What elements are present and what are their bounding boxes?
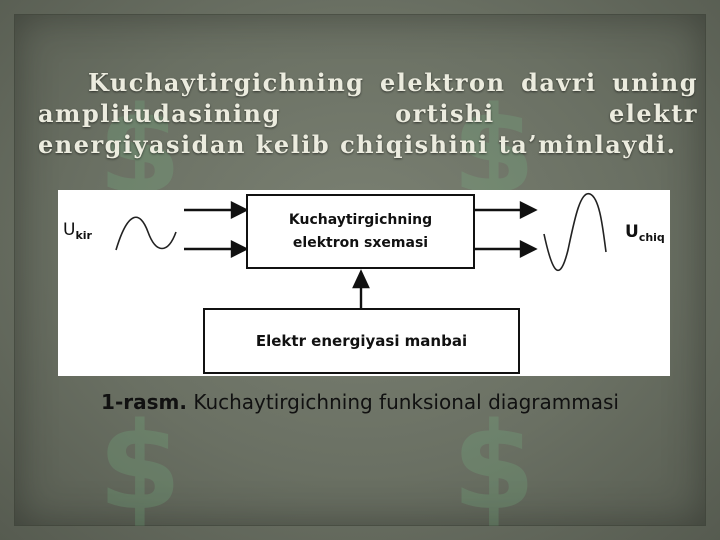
power-source-block: Elektr energiyasi manbai	[203, 308, 520, 374]
figure-number: 1-rasm.	[101, 390, 187, 414]
slide-heading: Kuchaytirgichning elektron davri uning a…	[38, 68, 698, 159]
output-signal-subscript: chiq	[638, 231, 665, 244]
amplifier-circuit-block: Kuchaytirgichning elektron sxemasi	[246, 194, 475, 269]
output-arrows	[475, 201, 538, 258]
input-signal-symbol: U	[63, 220, 76, 240]
figure-caption-text: Kuchaytirgichning funksional diagrammasi	[193, 390, 619, 414]
input-signal-label: Ukir	[63, 220, 92, 242]
input-signal-subscript: kir	[75, 229, 92, 242]
watermark-logo: $	[452, 398, 536, 537]
figure-caption: 1-rasm. Kuchaytirgichning funksional dia…	[0, 390, 720, 414]
power-arrow	[352, 269, 370, 308]
output-signal-symbol: U	[625, 222, 639, 242]
power-source-label: Elektr energiyasi manbai	[255, 332, 468, 350]
functional-diagram: Ukir Uchiq Kuchaytirgichning elektron sx…	[58, 190, 670, 376]
amplifier-block-line2: elektron sxemasi	[292, 234, 429, 251]
input-signal-wave	[115, 216, 177, 251]
output-signal-wave	[543, 193, 607, 272]
slide-frame	[14, 14, 706, 526]
amplifier-block-line1: Kuchaytirgichning	[288, 211, 433, 228]
diagram-connectors	[115, 193, 607, 308]
watermark-logo: $	[98, 398, 182, 537]
input-arrows	[184, 201, 249, 258]
output-signal-label: Uchiq	[625, 222, 665, 244]
